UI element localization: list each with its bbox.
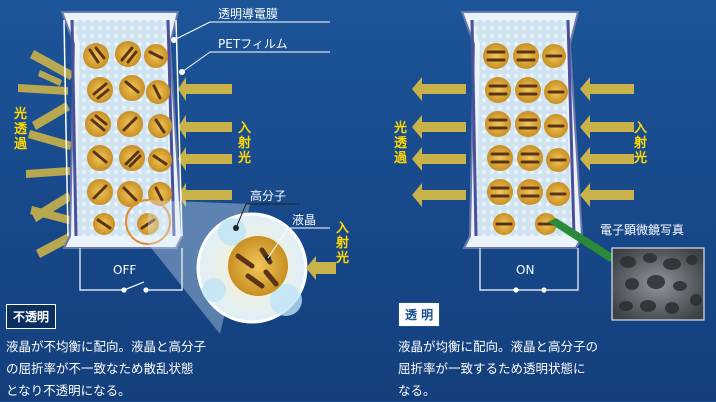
lc-droplets-random	[83, 41, 172, 235]
transmitted-arrows-right	[412, 77, 466, 207]
sem-micrograph	[611, 247, 705, 321]
description-line: となり不透明になる。	[6, 383, 131, 398]
label-polymer: 高分子	[250, 188, 286, 203]
description-transparent: 液晶が均衡に配向。液晶と高分子の 屈折率が一致するため透明状態に なる。	[398, 336, 598, 402]
circuit-off	[79, 248, 183, 293]
pdlc-panel-on	[460, 11, 584, 249]
description-line: 屈折率が一致するため透明状態に	[398, 361, 586, 376]
zoom-source-circle	[125, 199, 171, 245]
right-panel	[412, 11, 705, 321]
description-line: 液晶が均衡に配向。液晶と高分子の	[398, 339, 599, 354]
label-incident-left: 入射光	[237, 121, 251, 166]
incident-arrows-left	[178, 77, 232, 207]
incident-arrow-zoom	[306, 256, 336, 280]
lc-droplets-aligned	[483, 43, 570, 235]
description-line: 液晶が不均衡に配向。液晶と高分子	[6, 339, 207, 354]
circuit-on	[479, 248, 579, 293]
label-transmitted-right: 光透過	[393, 120, 408, 166]
state-badge-transparent: 透 明	[398, 302, 441, 327]
switch-label-off: OFF	[113, 263, 136, 277]
label-transmitted-left: 光透過	[13, 106, 28, 152]
pdlc-panel-off	[60, 11, 184, 249]
label-conductive-film: 透明導電膜	[218, 7, 278, 21]
scattered-light-arrows	[18, 50, 74, 258]
label-micrograph: 電子顕微鏡写真	[600, 222, 684, 237]
description-opaque: 液晶が不均衡に配向。液晶と高分子 の屈折率が不一致なため散乱状態 となり不透明に…	[6, 336, 206, 402]
leader-lines-left	[171, 21, 330, 75]
label-liquid-crystal: 液晶	[292, 212, 316, 227]
micrograph-leader	[548, 218, 616, 262]
zoom-circle	[196, 212, 308, 324]
left-panel	[18, 11, 336, 334]
label-incident-zoom: 入射光	[335, 221, 349, 266]
label-incident-right: 入射光	[633, 121, 647, 166]
leader-lines-zoom	[235, 203, 300, 229]
state-badge-opaque: 不透明	[6, 304, 57, 329]
description-line: の屈折率が不一致なため散乱状態	[6, 361, 194, 376]
label-pet-film: PETフィルム	[218, 37, 288, 51]
switch-label-on: ON	[516, 263, 534, 277]
incident-arrows-right	[580, 77, 634, 207]
description-line: なる。	[398, 383, 436, 398]
